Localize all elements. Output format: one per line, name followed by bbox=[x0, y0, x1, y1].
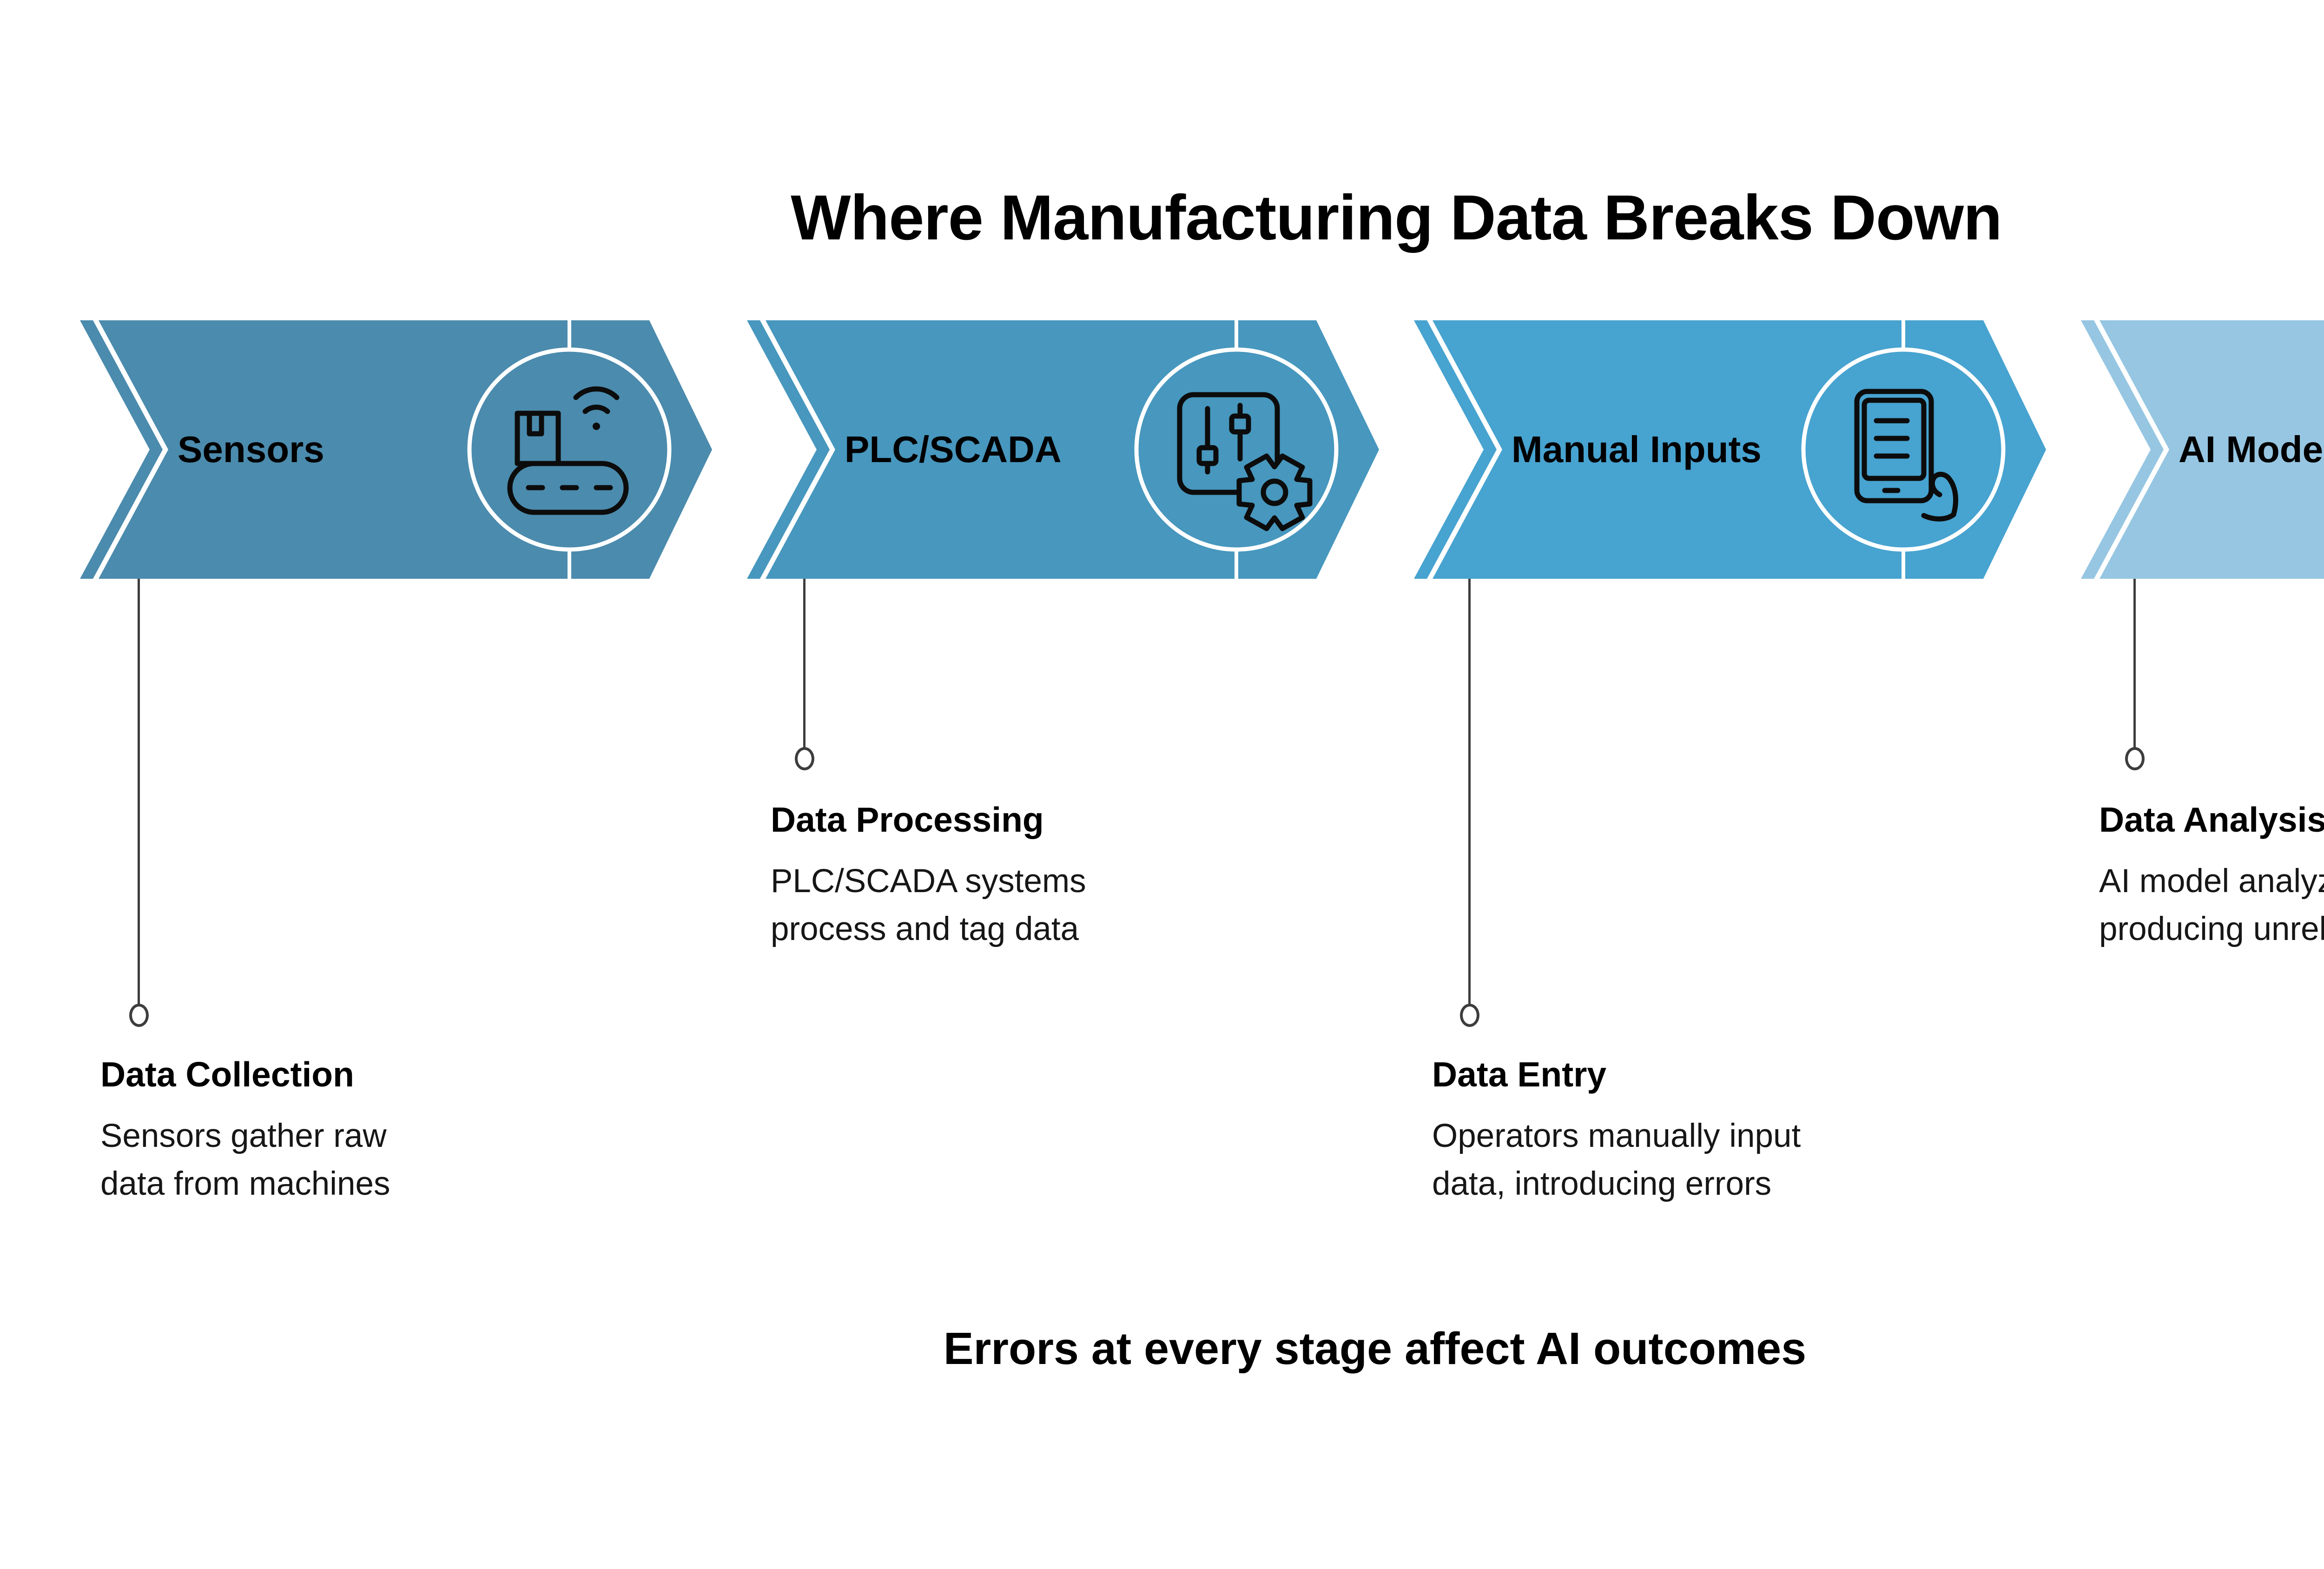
control-panel-gear-icon bbox=[1177, 392, 1313, 531]
annotation-body-line: AI model analyzes data, bbox=[2099, 863, 2324, 900]
connector-line-data-processing bbox=[794, 579, 814, 770]
annotation-body: Operators manually input data, introduci… bbox=[1432, 1112, 1801, 1208]
icon-badge-circle bbox=[1801, 347, 2006, 552]
tablet-hand-icon bbox=[1854, 389, 1959, 522]
icon-badge-circle bbox=[467, 347, 672, 552]
arrow-body bbox=[2100, 320, 2324, 579]
annotation-body: Sensors gather raw data from machines bbox=[100, 1112, 390, 1208]
annotation-heading: Data Analysis bbox=[2099, 800, 2324, 839]
connector-line-data-entry bbox=[1459, 579, 1479, 1027]
annotation-body-line: Operators manually input bbox=[1432, 1118, 1801, 1154]
annotation-body-line: process and tag data bbox=[771, 911, 1079, 947]
annotation-data-collection: Data Collection Sensors gather raw data … bbox=[100, 1054, 390, 1208]
annotation-body-line: producing unreliable output bbox=[2099, 911, 2324, 947]
connector-endpoint-circle bbox=[1459, 1004, 1479, 1027]
annotation-data-entry: Data Entry Operators manually input data… bbox=[1432, 1054, 1801, 1208]
annotation-body: PLC/SCADA systems process and tag data bbox=[771, 857, 1086, 953]
annotation-data-analysis: Data Analysis AI model analyzes data, pr… bbox=[2099, 800, 2324, 953]
annotation-heading: Data Processing bbox=[771, 800, 1044, 839]
stage-label-sensors: Sensors bbox=[178, 429, 324, 470]
annotation-heading: Data Entry bbox=[1432, 1055, 1607, 1094]
stage-label-manual-inputs: Manual Inputs bbox=[1512, 429, 1762, 470]
annotation-body: AI model analyzes data, producing unreli… bbox=[2099, 857, 2324, 953]
arrow-shape bbox=[80, 320, 712, 579]
stage-arrow-manual-inputs: Manual Inputs bbox=[1414, 320, 2046, 579]
connector-endpoint-circle bbox=[129, 1004, 149, 1027]
arrow-shape bbox=[2081, 320, 2324, 579]
stage-label-ai-model: AI Model bbox=[2179, 429, 2324, 470]
annotation-body-line: data from machines bbox=[100, 1165, 390, 1202]
connector-line-data-collection bbox=[129, 579, 149, 1027]
annotation-body-line: data, introducing errors bbox=[1432, 1165, 1772, 1202]
stage-arrow-ai-model: AI Model bbox=[2081, 320, 2324, 579]
stage-label-plc-scada: PLC/SCADA bbox=[845, 429, 1062, 470]
arrow-shape bbox=[1414, 320, 2046, 579]
arrow-shape bbox=[747, 320, 1379, 579]
footer-takeaway-text: Errors at every stage affect AI outcomes bbox=[943, 1323, 1807, 1374]
connector-endpoint-circle bbox=[2125, 747, 2145, 770]
annotation-data-processing: Data Processing PLC/SCADA systems proces… bbox=[771, 800, 1086, 953]
stage-arrow-sensors: Sensors bbox=[80, 320, 712, 579]
connector-endpoint-circle bbox=[794, 747, 814, 770]
page-title: Where Manufacturing Data Breaks Down bbox=[791, 182, 2002, 253]
conveyor-sensor-icon bbox=[507, 386, 629, 515]
annotation-body-line: Sensors gather raw bbox=[100, 1118, 387, 1154]
annotation-heading: Data Collection bbox=[100, 1055, 354, 1094]
connector-line-data-analysis bbox=[2125, 579, 2145, 770]
icon-badge-circle bbox=[1134, 347, 1339, 552]
annotation-body-line: PLC/SCADA systems bbox=[771, 863, 1086, 900]
stage-arrow-plc-scada: PLC/SCADA bbox=[747, 320, 1379, 579]
